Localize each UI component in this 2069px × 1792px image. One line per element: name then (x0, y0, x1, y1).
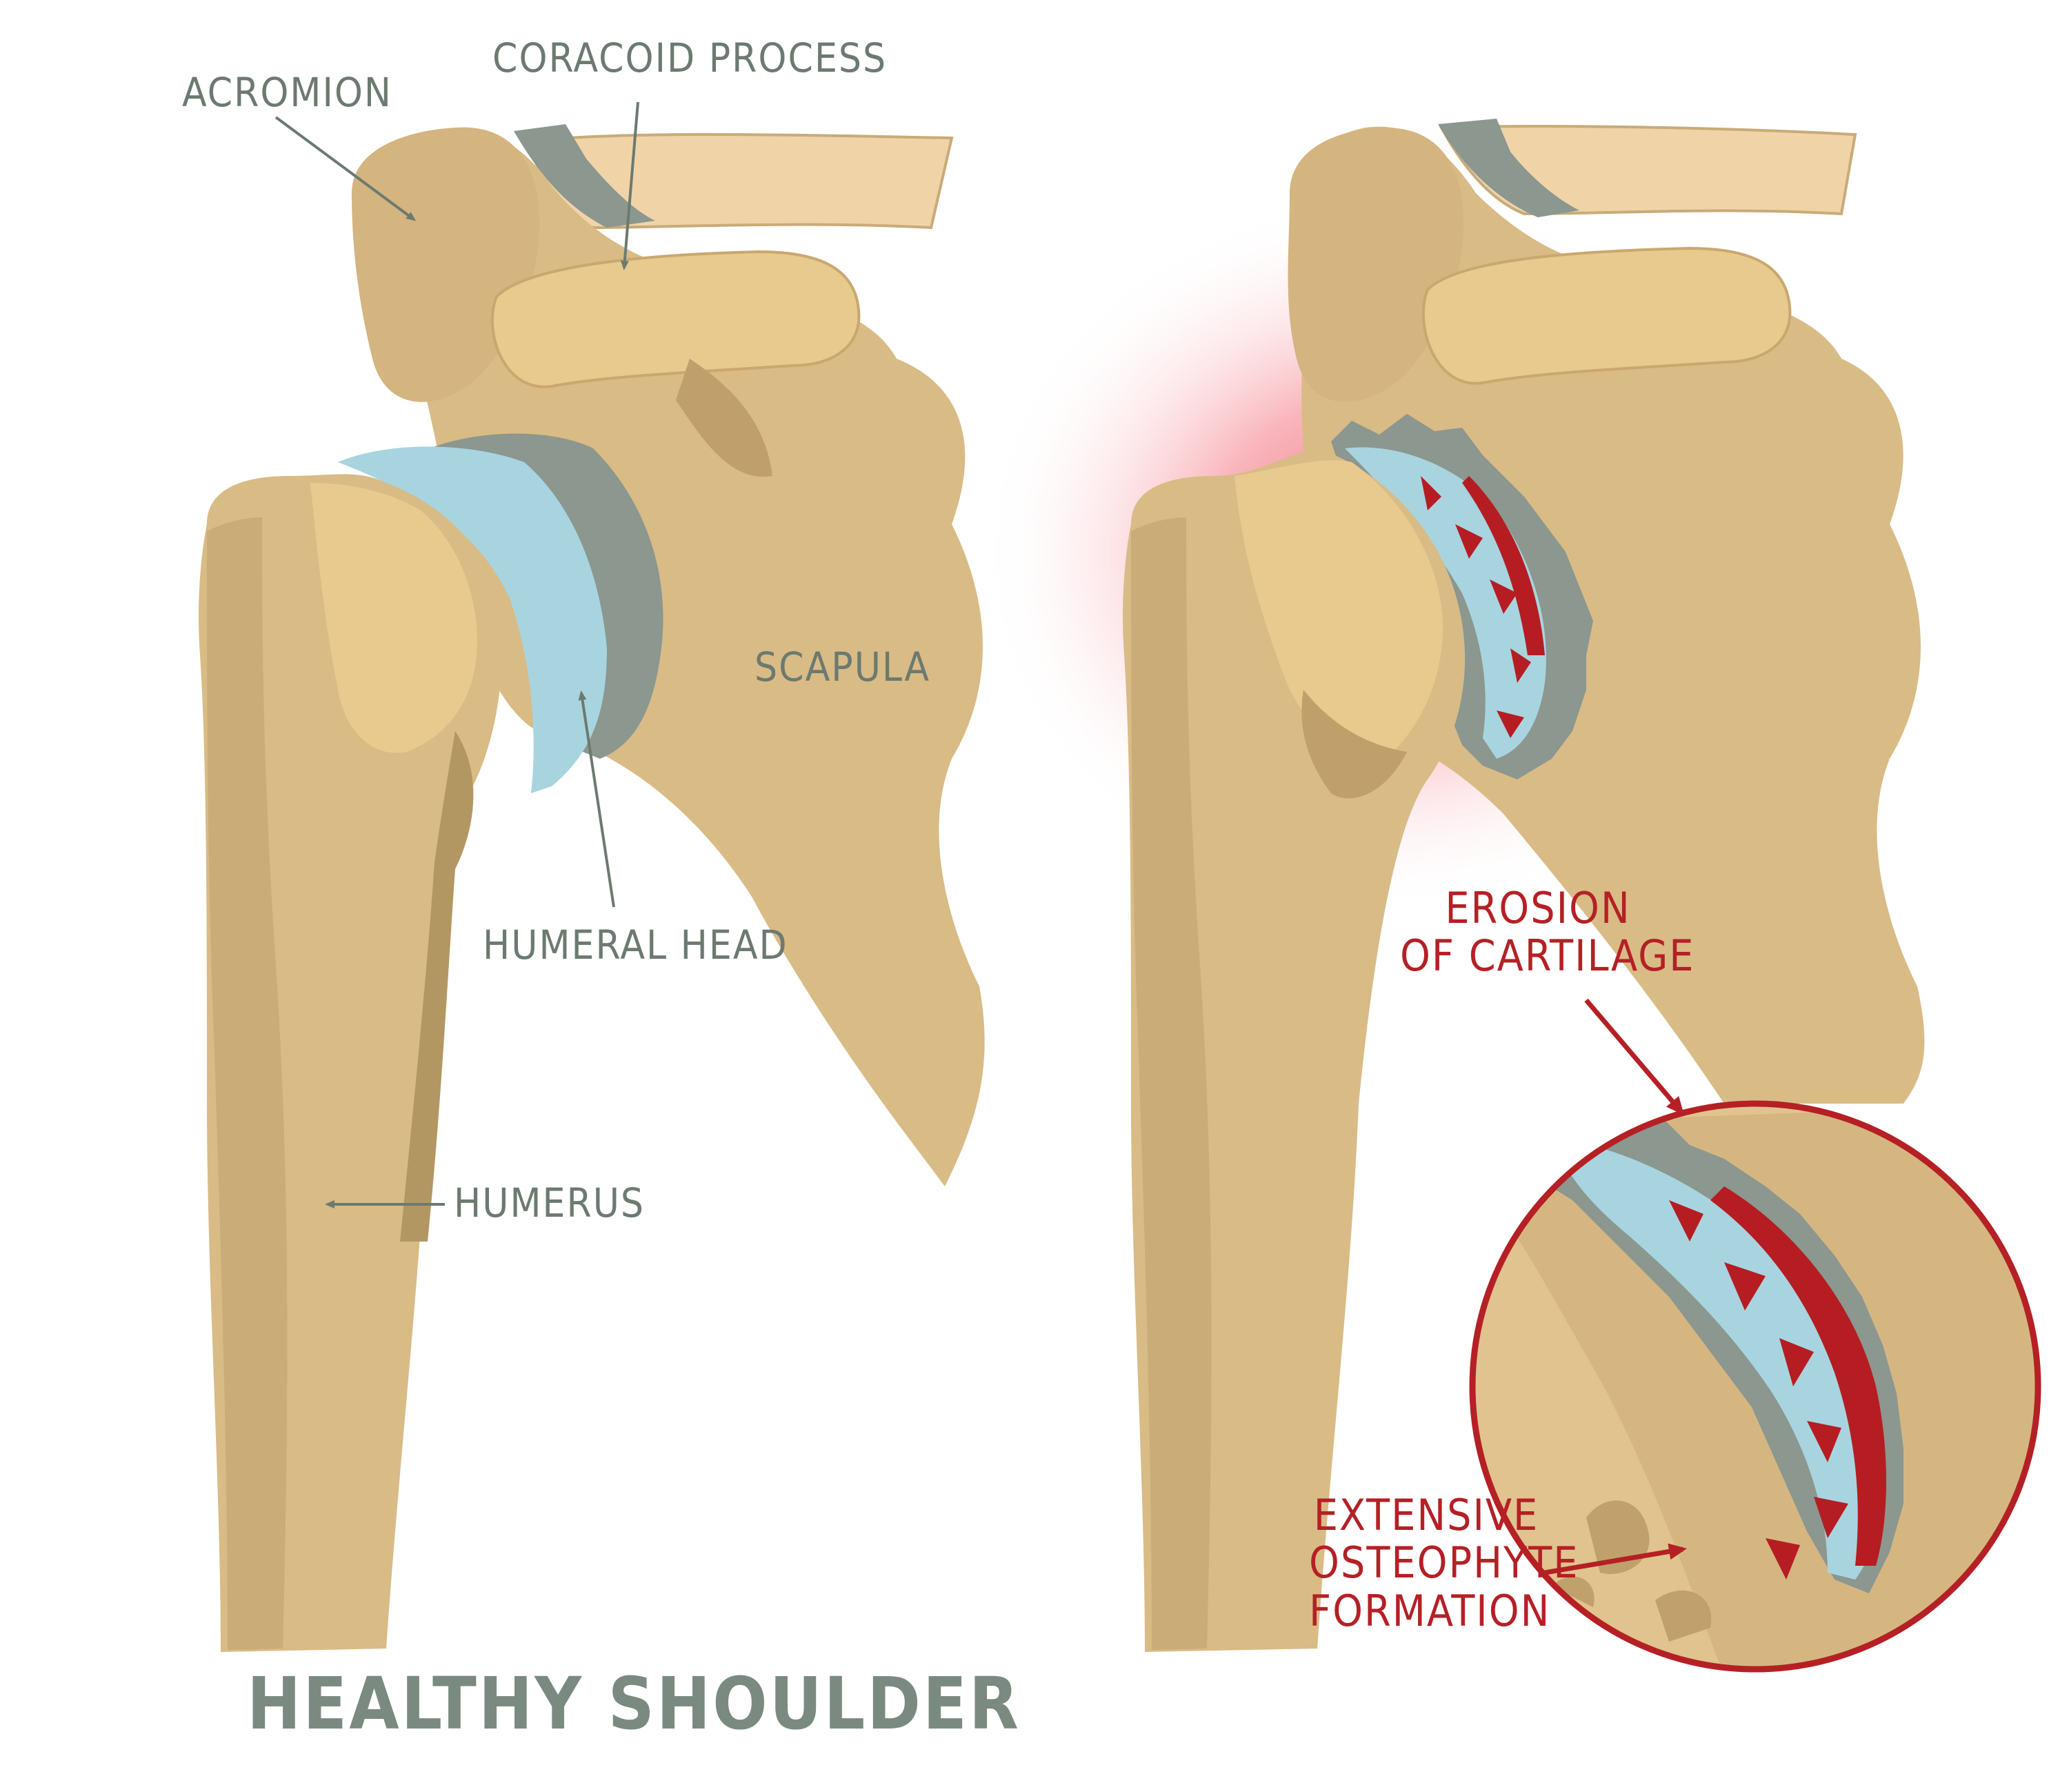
healthy-shoulder (199, 124, 985, 1652)
label-humeral-head: HUMERAL HEAD (483, 922, 788, 968)
healthy-shoulder-title: HEALTHY SHOULDER (247, 1662, 1021, 1746)
arthritic-shoulder (979, 119, 1925, 1652)
osteophyte-line-3: FORMATION (1309, 1585, 1551, 1636)
osteophyte-line-1: EXTENSIVE (1313, 1490, 1539, 1540)
cartilage-left (338, 446, 607, 793)
label-acromion: ACROMION (182, 69, 392, 116)
osteophyte-line-2: OSTEOPHYTE (1309, 1537, 1579, 1589)
label-coracoid-process: CORACOID PROCESS (492, 34, 888, 81)
zoom-circle-outline (1469, 1100, 2041, 1673)
scapula-left (375, 128, 985, 1186)
label-osteophyte-formation: EXTENSIVE OSTEOPHYTE FORMATION (1309, 1490, 1579, 1636)
acromion-arrow (274, 116, 417, 221)
zoom-osteophyte-rim (1517, 1104, 1903, 1593)
label-scapula: SCAPULA (754, 644, 931, 690)
osteophyte-arrow (1544, 1543, 1687, 1575)
humeral-head-arrow (578, 690, 615, 908)
zoom-eroded-cartilage (1552, 1138, 1885, 1580)
label-humerus: HUMERUS (454, 1179, 646, 1226)
zoom-cartilage-damage (1669, 1186, 1886, 1580)
coracoid-right (1421, 246, 1792, 385)
erosion-arrow (1584, 998, 1684, 1115)
label-erosion-of-cartilage: EROSION OF CARTILAGE (1400, 883, 1695, 982)
erosion-line-1: EROSION (1445, 883, 1631, 933)
coracoid-arrow (620, 101, 639, 270)
zoom-inset (1469, 1100, 2041, 1673)
leader-lines (274, 101, 1687, 1575)
coracoid-left (490, 250, 861, 388)
cartilage-damage (1421, 476, 1545, 738)
erosion-line-2: OF CARTILAGE (1400, 930, 1695, 982)
